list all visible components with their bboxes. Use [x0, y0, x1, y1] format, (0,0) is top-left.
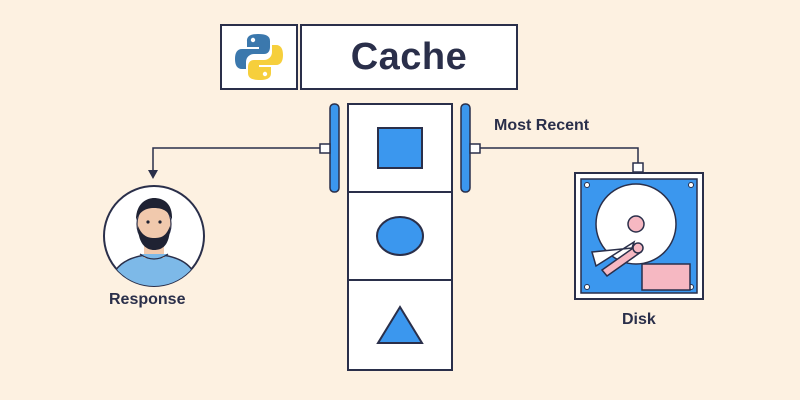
disk-label: Disk: [622, 311, 656, 328]
cache-slot-2: [347, 191, 453, 281]
python-logo-icon: [235, 34, 283, 80]
cache-slot-3: [347, 279, 453, 371]
arrow-head: [148, 170, 158, 179]
right-bar: [460, 103, 471, 193]
triangle-icon: [376, 305, 424, 344]
left-bar: [329, 103, 340, 193]
person-avatar-icon: [103, 185, 205, 287]
page-title: Cache: [350, 35, 468, 78]
python-logo-box: [220, 24, 298, 90]
response-label: Response: [109, 291, 186, 308]
cache-slot-1: [347, 103, 453, 193]
response-arrow-line: [152, 147, 320, 172]
circle-icon: [376, 216, 424, 256]
square-icon: [377, 127, 423, 169]
disk-line: [480, 147, 639, 163]
hard-disk-icon: [574, 172, 704, 300]
title-box: Cache: [300, 24, 518, 90]
most-recent-label: Most Recent: [494, 117, 590, 134]
